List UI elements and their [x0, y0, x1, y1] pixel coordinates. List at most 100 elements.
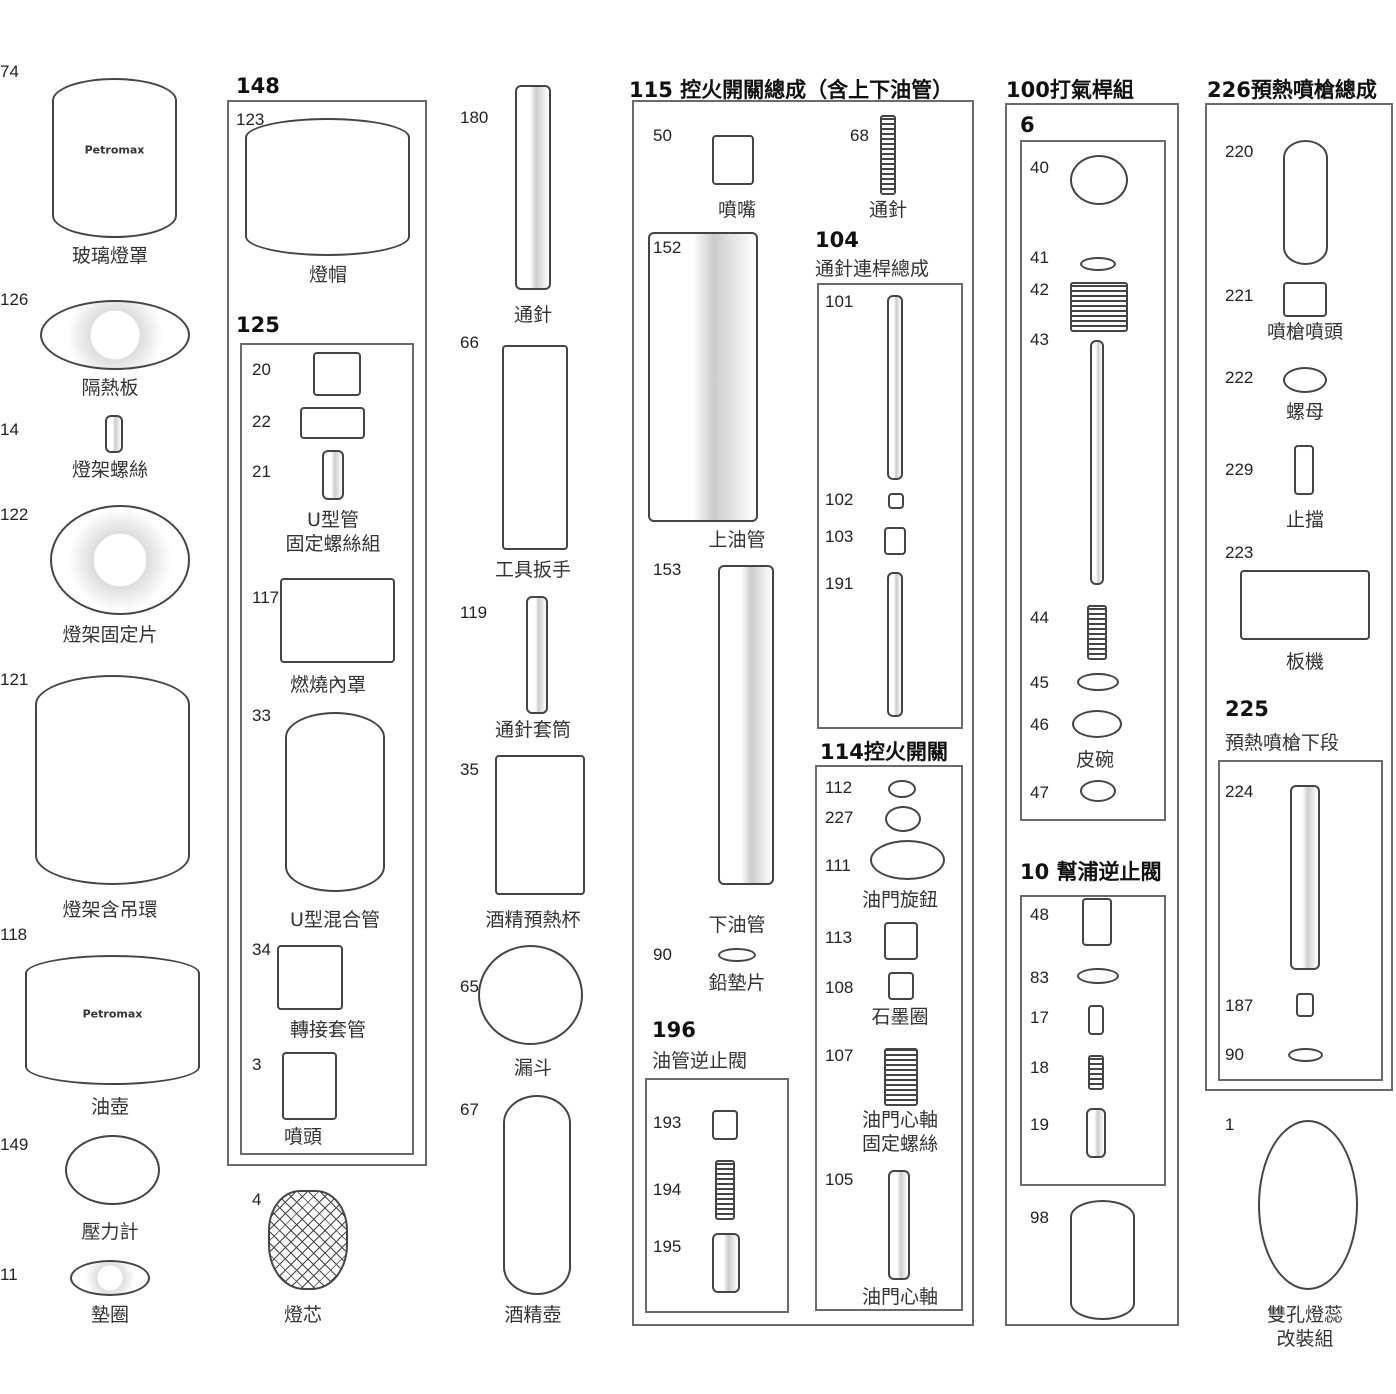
part-47-drawing — [1080, 780, 1116, 802]
part-48-drawing — [1082, 898, 1112, 946]
part-119-label: 通針套筒 — [494, 719, 572, 741]
part-149-label: 壓力計 — [81, 1221, 139, 1243]
part-180-label: 通針 — [513, 304, 553, 326]
group-114-box — [815, 765, 963, 1311]
part-152-label: 上油管 — [708, 529, 766, 551]
part-65-number: 65 — [460, 977, 479, 996]
group-115-title: 115 控火開關總成（含上下油管） — [629, 78, 954, 102]
part-4-label: 燈芯 — [283, 1304, 323, 1326]
part-22-drawing — [300, 407, 365, 439]
part-98-number: 98 — [1030, 1208, 1049, 1227]
group-196-number: 196 — [652, 1018, 696, 1042]
part-33-drawing — [285, 712, 385, 892]
part-121-drawing — [35, 675, 190, 885]
part-121-label: 燈架含吊環 — [62, 899, 158, 921]
part-224-number: 224 — [1225, 782, 1254, 801]
part-221-drawing — [1283, 282, 1327, 317]
part-107-number: 107 — [825, 1046, 854, 1065]
group-226-title: 226預熱噴槍總成 — [1207, 78, 1377, 102]
part-35-number: 35 — [460, 760, 479, 779]
part-152-number: 152 — [653, 238, 682, 257]
group-6-title: 6 — [1020, 113, 1035, 137]
group-148-title: 148 — [236, 74, 280, 98]
part-74-number: 74 — [0, 62, 19, 81]
part-220-drawing — [1283, 140, 1328, 265]
part-90-number: 90 — [653, 945, 672, 964]
part-74-drawing: Petromax — [52, 78, 177, 238]
part-123-label: 燈帽 — [308, 264, 348, 286]
part-44-drawing — [1087, 605, 1107, 660]
part-102-number: 102 — [825, 490, 854, 509]
part-122-number: 122 — [0, 505, 29, 524]
part-117-number: 117 — [252, 588, 280, 607]
group-196-title: 油管逆止閥 — [652, 1050, 748, 1072]
part-44-number: 44 — [1030, 608, 1049, 627]
part-46-number: 46 — [1030, 715, 1049, 734]
part-107-label: 油門心軸 固定螺絲 — [861, 1109, 939, 1155]
part-223-label: 板機 — [1285, 651, 1325, 673]
part-19-number: 19 — [1030, 1115, 1049, 1134]
part-193-number: 193 — [653, 1113, 682, 1132]
part-113-number: 113 — [825, 928, 853, 947]
part-90-drawing — [1288, 1048, 1323, 1062]
part-18-drawing — [1088, 1055, 1104, 1090]
part-33-label: U型混合管 — [290, 909, 380, 931]
part-50-number: 50 — [653, 126, 672, 145]
part-111-number: 111 — [825, 856, 851, 875]
part-119-number: 119 — [460, 603, 488, 622]
group-225-title: 預熱噴槍下段 — [1225, 732, 1340, 754]
part-103-drawing — [884, 527, 906, 555]
part-19-drawing — [1086, 1108, 1106, 1158]
part-118-drawing: Petromax — [25, 955, 200, 1085]
part-40-drawing — [1070, 155, 1128, 205]
part-14-label: 燈架螺絲 — [71, 459, 149, 481]
part-21-label: U型管 固定螺絲組 — [285, 509, 381, 555]
part-41-drawing — [1080, 257, 1116, 271]
part-33-number: 33 — [252, 706, 271, 725]
part-152-drawing — [648, 232, 758, 522]
part-153-number: 153 — [653, 560, 682, 579]
part-121-number: 121 — [0, 670, 29, 689]
part-126-drawing — [40, 300, 190, 370]
part-113-drawing — [884, 922, 918, 960]
part-223-number: 223 — [1225, 543, 1254, 562]
part-14-number: 14 — [0, 420, 19, 439]
part-222-number: 222 — [1225, 368, 1254, 387]
group-104-box — [817, 283, 963, 729]
part-112-number: 112 — [825, 778, 853, 797]
part-34-drawing — [277, 945, 343, 1010]
part-191-number: 191 — [825, 574, 854, 593]
part-48-number: 48 — [1030, 905, 1049, 924]
part-222-label: 螺母 — [1285, 401, 1325, 423]
part-74-label: 玻璃燈罩 — [71, 245, 149, 267]
part-43-number: 43 — [1030, 330, 1049, 349]
part-11-drawing — [70, 1260, 150, 1296]
part-68-number: 68 — [850, 126, 869, 145]
group-114-title: 114控火開關 — [820, 740, 948, 764]
part-1-drawing — [1258, 1120, 1358, 1290]
part-220-number: 220 — [1225, 142, 1254, 161]
part-118-label: 油壺 — [90, 1096, 130, 1118]
part-66-number: 66 — [460, 333, 479, 352]
part-123-number: 123 — [236, 110, 265, 129]
part-14-drawing — [105, 415, 123, 453]
part-229-label: 止擋 — [1285, 509, 1325, 531]
part-227-drawing — [885, 806, 921, 832]
part-102-drawing — [888, 493, 904, 509]
part-67-label: 酒精壺 — [504, 1304, 562, 1326]
part-3-drawing — [282, 1052, 337, 1120]
part-195-number: 195 — [653, 1237, 682, 1256]
part-90-drawing — [718, 948, 756, 962]
part-223-drawing — [1240, 570, 1370, 640]
part-21-number: 21 — [252, 462, 271, 481]
part-46-label: 皮碗 — [1075, 749, 1115, 771]
group-225-number: 225 — [1225, 697, 1269, 721]
part-180-drawing — [515, 85, 551, 290]
group-10-box — [1020, 895, 1166, 1186]
part-108-drawing — [888, 972, 914, 1000]
part-112-drawing — [888, 780, 916, 798]
part-17-number: 17 — [1030, 1008, 1049, 1027]
part-111-label: 油門旋鈕 — [861, 889, 939, 911]
part-187-drawing — [1296, 993, 1314, 1017]
part-17-drawing — [1088, 1005, 1104, 1035]
